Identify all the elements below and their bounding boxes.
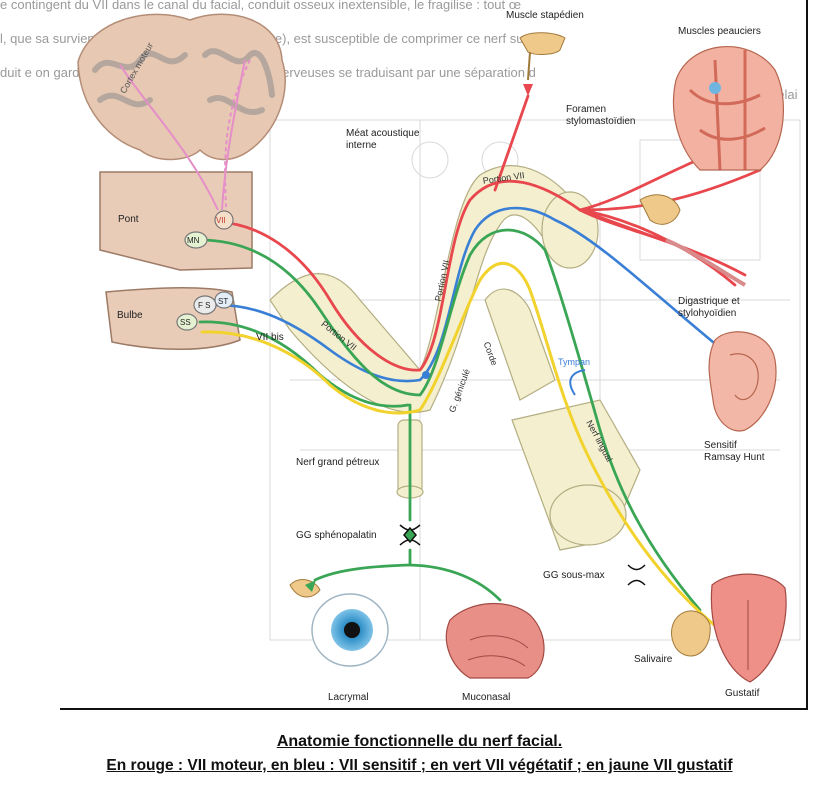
nerf-grand-petreux-label: Nerf grand pétreux bbox=[296, 457, 380, 468]
submandibular-ganglion bbox=[627, 564, 646, 586]
tympan-label: Tympan bbox=[558, 357, 591, 367]
figure-legend: En rouge : VII moteur, en bleu : VII sen… bbox=[106, 757, 733, 774]
gustatif-label: Gustatif bbox=[725, 688, 760, 699]
node-mn-label: MN bbox=[187, 236, 200, 245]
vii-bis-label: VII bis bbox=[256, 332, 284, 343]
cortex-motor-illustration bbox=[77, 13, 286, 161]
muscle-stapedien-label: Muscle stapédien bbox=[506, 10, 584, 21]
eye-illustration bbox=[289, 579, 389, 667]
node-vii-label: VII bbox=[216, 216, 226, 225]
vegetative-fibers bbox=[198, 228, 702, 612]
geniculate-ganglion-dot bbox=[422, 371, 430, 379]
salivary-gland-illustration bbox=[671, 610, 711, 657]
meat-label: Méat acoustique interne bbox=[346, 128, 420, 151]
node-ss-label: SS bbox=[180, 318, 191, 327]
node-fs-label: F S bbox=[198, 301, 211, 310]
facial-nerve-diagram bbox=[77, 13, 801, 683]
tympan-arrow bbox=[569, 369, 586, 396]
muscles-peauciers-label: Muscles peauciers bbox=[678, 26, 761, 37]
digastrique-label: Digastrique et stylohyoïdien bbox=[678, 296, 740, 319]
gg-sous-max-label: GG sous-max bbox=[543, 570, 605, 581]
tongue-illustration bbox=[710, 573, 787, 683]
corticobulbar-tracts bbox=[119, 59, 251, 211]
nerve-sheath bbox=[269, 165, 641, 551]
nucleus-nodes bbox=[176, 210, 234, 331]
muconasal-label: Muconasal bbox=[462, 692, 511, 703]
stapedius-muscle-illustration bbox=[519, 32, 566, 96]
lacrymal-label: Lacrymal bbox=[328, 692, 369, 703]
digastric-muscle-illustration bbox=[639, 194, 747, 287]
nasal-mucosa-illustration bbox=[445, 603, 545, 679]
foramen-label: Foramen stylomastoïdien bbox=[566, 104, 636, 127]
pons-shape bbox=[99, 171, 253, 271]
ear-illustration bbox=[708, 331, 777, 432]
bulbe-label: Bulbe bbox=[117, 310, 143, 321]
node-st-label: ST bbox=[218, 297, 229, 306]
gg-sphenopalatin-label: GG sphénopalatin bbox=[296, 530, 377, 541]
salivaire-label: Salivaire bbox=[634, 654, 673, 665]
sphenopalatine-ganglion bbox=[399, 524, 421, 546]
sensitif-ramsay-hunt-label: Sensitif Ramsay Hunt bbox=[704, 440, 765, 463]
intro-line-1: e contingent du VII dans le canal du fac… bbox=[0, 0, 522, 12]
facial-muscles-illustration bbox=[672, 46, 785, 171]
figure-title: Anatomie fonctionnelle du nerf facial. bbox=[276, 733, 563, 750]
figure-frame bbox=[60, 0, 808, 710]
pont-label: Pont bbox=[118, 214, 139, 225]
gustatory-fibers bbox=[200, 261, 754, 636]
